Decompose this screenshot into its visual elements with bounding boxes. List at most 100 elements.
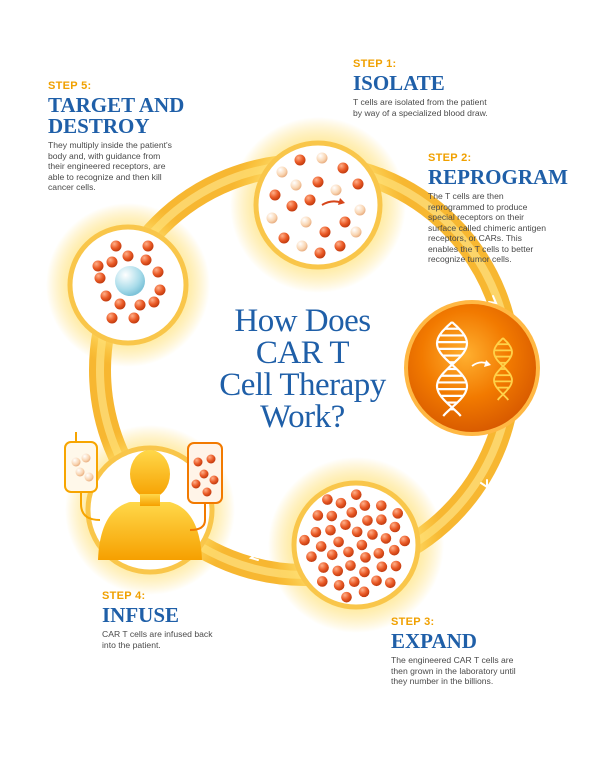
step5-title: TARGET AND DESTROY	[48, 95, 223, 137]
car-t-cell	[375, 500, 387, 511]
t-cell	[106, 312, 118, 324]
iv-bag-icon	[64, 432, 101, 521]
car-t-cell	[316, 576, 328, 587]
car-t-cell	[389, 521, 401, 533]
car-t-cell	[326, 510, 338, 522]
t-cell	[140, 254, 152, 266]
step2-title: REPROGRAM	[428, 165, 568, 189]
car-t-cell	[371, 575, 382, 587]
step1-illustration	[253, 140, 383, 270]
car-t-cell	[318, 562, 329, 573]
step2-desc: The T cells are then reprogrammed to pro…	[428, 191, 546, 264]
t-cell	[278, 232, 290, 244]
car-t-cell	[315, 541, 327, 552]
page-title: How Does CAR T Cell Therapy Work?	[200, 303, 405, 435]
white-blood-cell	[350, 226, 362, 238]
car-t-cell	[325, 524, 336, 536]
car-t-cell	[356, 539, 368, 551]
car-t-cell	[358, 586, 370, 598]
step5-desc: They multiply inside the patient's body …	[48, 140, 172, 192]
white-blood-cell	[316, 152, 328, 164]
white-blood-cell	[276, 166, 288, 178]
t-cell	[100, 290, 112, 302]
step3-text: STEP 3: EXPAND The engineered CAR T cell…	[391, 616, 581, 687]
t-cell	[148, 296, 160, 308]
step2-illustration	[404, 300, 540, 436]
t-cell	[152, 266, 164, 278]
car-t-cell	[340, 519, 351, 531]
car-t-cell	[359, 500, 371, 511]
dna-icon	[493, 337, 513, 401]
car-t-cell	[306, 551, 317, 563]
t-cell	[319, 226, 331, 238]
car-t-cell	[345, 560, 356, 571]
car-t-cell	[312, 510, 324, 521]
step4-label: STEP 4:	[102, 590, 146, 602]
car-t-cell	[351, 526, 363, 538]
t-cell	[304, 194, 316, 206]
t-cell	[134, 299, 146, 311]
step3-illustration	[291, 480, 421, 610]
step5-illustration	[67, 224, 189, 346]
car-t-cell	[299, 534, 310, 546]
t-cell	[110, 240, 122, 252]
step1-text: STEP 1: ISOLATE T cells are isolated fro…	[353, 58, 553, 118]
t-cell	[337, 162, 349, 174]
car-t-cell	[367, 529, 378, 540]
iv-bag-icon	[187, 442, 223, 531]
step2-label: STEP 2:	[428, 152, 472, 164]
car-t-cell	[373, 548, 385, 559]
t-cell	[106, 256, 118, 268]
step5-text: STEP 5: TARGET AND DESTROY They multiply…	[48, 80, 223, 193]
car-t-cell	[349, 576, 360, 588]
car-t-cell	[360, 552, 371, 563]
car-t-cell	[392, 508, 404, 519]
t-cell	[339, 216, 351, 228]
step5-title-line1: TARGET AND	[48, 93, 185, 117]
white-blood-cell	[266, 212, 278, 224]
t-cell	[154, 284, 166, 296]
t-cell	[122, 250, 134, 262]
step4-text: STEP 4: INFUSE CAR T cells are infused b…	[102, 590, 282, 650]
step3-desc: The engineered CAR T cells are then grow…	[391, 655, 516, 686]
t-cell	[314, 247, 326, 259]
car-t-cell	[341, 591, 352, 603]
title-line-4: Work?	[260, 399, 345, 435]
title-line-2: CAR T	[255, 335, 350, 371]
car-t-cell	[350, 489, 362, 500]
step4-title: INFUSE	[102, 603, 180, 627]
t-cell	[334, 240, 346, 252]
step4-illustration	[64, 432, 223, 575]
car-t-cell	[390, 560, 402, 572]
car-t-cell	[399, 535, 411, 547]
t-cell	[114, 298, 126, 310]
title-line-1: How Does	[234, 303, 371, 339]
step3-title: EXPAND	[391, 629, 477, 653]
step3-label: STEP 3:	[391, 616, 435, 628]
step5-label: STEP 5:	[48, 80, 92, 92]
car-t-cell	[376, 514, 387, 526]
car-t-cell	[376, 561, 388, 573]
white-blood-cell	[330, 184, 342, 196]
car-t-cell	[380, 533, 392, 544]
t-cell	[269, 189, 281, 201]
step1-title: ISOLATE	[353, 71, 445, 95]
t-cell	[142, 240, 154, 252]
person-icon	[98, 450, 202, 560]
t-cell	[286, 200, 298, 212]
t-cell	[294, 154, 306, 166]
car-t-cell	[332, 565, 344, 577]
white-blood-cell	[290, 179, 302, 191]
car-t-cell	[326, 549, 338, 561]
step5-title-line2: DESTROY	[48, 114, 150, 138]
white-blood-cell	[300, 216, 312, 228]
t-cell	[128, 312, 140, 324]
car-t-cell	[322, 494, 333, 505]
car-t-cell	[384, 577, 396, 589]
step1-label: STEP 1:	[353, 58, 397, 70]
step2-text: STEP 2: REPROGRAM The T cells are then r…	[428, 152, 593, 265]
car-t-cell	[333, 580, 345, 591]
car-t-cell	[388, 544, 400, 556]
cancer-cell-icon	[115, 266, 145, 296]
